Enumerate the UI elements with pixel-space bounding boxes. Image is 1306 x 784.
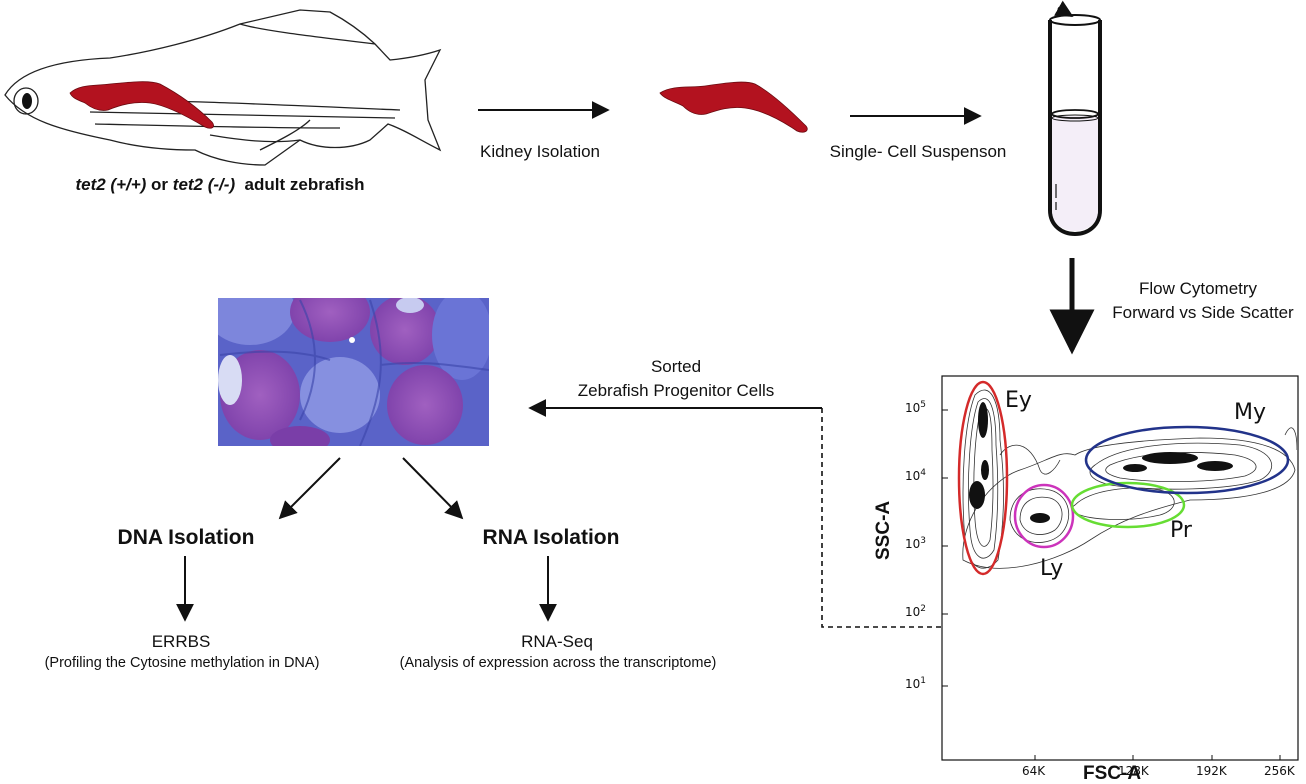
x-tick-64k: 64K (1022, 764, 1046, 778)
fish-kidney-shape (69, 81, 214, 129)
gate-my (1084, 425, 1290, 495)
sorted-label-1: Sorted (650, 357, 702, 376)
gate-label-pr: Pr (1170, 518, 1192, 543)
y-tick-1e2: 102 (905, 604, 927, 619)
arrow-cells-to-rna (402, 457, 464, 520)
dense-regions (969, 402, 1233, 523)
gate-pr (1070, 481, 1186, 529)
y-axis-label: SSC-A (873, 500, 894, 560)
gate-label-ly: Ly (1040, 556, 1064, 581)
y-tick-1e5: 105 (905, 400, 927, 415)
zebrafish-eye (13, 87, 39, 115)
kidney-isolation-label: Kidney Isolation (479, 142, 601, 161)
fish-caption-or: or (146, 175, 173, 194)
flow-cytometry-plot (941, 375, 1299, 761)
isolated-kidney-shape (659, 81, 808, 133)
rnaseq-description: (Analysis of expression across the trans… (399, 655, 717, 671)
arrow-cells-to-dna (278, 457, 341, 520)
fish-caption-gene1: tet2 (+/+) (75, 175, 147, 194)
sorted-label-2: Zebrafish Progenitor Cells (577, 381, 775, 400)
x-tick-256k: 256K (1264, 764, 1295, 778)
gate-label-ey: Ey (1005, 388, 1032, 413)
dna-isolation-label: DNA Isolation (117, 526, 255, 549)
zebrafish-illustration (4, 9, 442, 166)
gate-label-my: My (1234, 400, 1267, 425)
cell-micrograph (218, 298, 489, 446)
errbs-label: ERRBS (151, 632, 211, 651)
y-tick-1e4: 104 (905, 468, 927, 483)
rnaseq-label: RNA-Seq (521, 632, 593, 651)
fish-caption-rest: adult zebrafish (235, 175, 365, 194)
flow-cytometry-label-2: Forward vs Side Scatter (1112, 303, 1294, 322)
single-cell-label: Single- Cell Suspenson (829, 142, 1007, 161)
x-tick-192k: 192K (1196, 764, 1227, 778)
fish-caption: tet2 (+/+) or tet2 (-/-) adult zebrafish (75, 176, 364, 193)
fish-caption-gene2: tet2 (-/-) (172, 175, 236, 194)
gate-ly (1013, 483, 1075, 549)
gate-ey (957, 380, 1009, 576)
x-axis-label: FSC-A (1083, 763, 1142, 784)
test-tube-illustration (1048, 0, 1102, 236)
flow-cytometry-label-1: Flow Cytometry (1138, 279, 1258, 298)
rna-isolation-label: RNA Isolation (482, 526, 620, 549)
errbs-description: (Profiling the Cytosine methylation in D… (44, 655, 320, 671)
y-tick-1e3: 103 (905, 536, 927, 551)
y-tick-1e1: 101 (905, 676, 927, 691)
x-tick-128k: 128K (1118, 764, 1149, 778)
